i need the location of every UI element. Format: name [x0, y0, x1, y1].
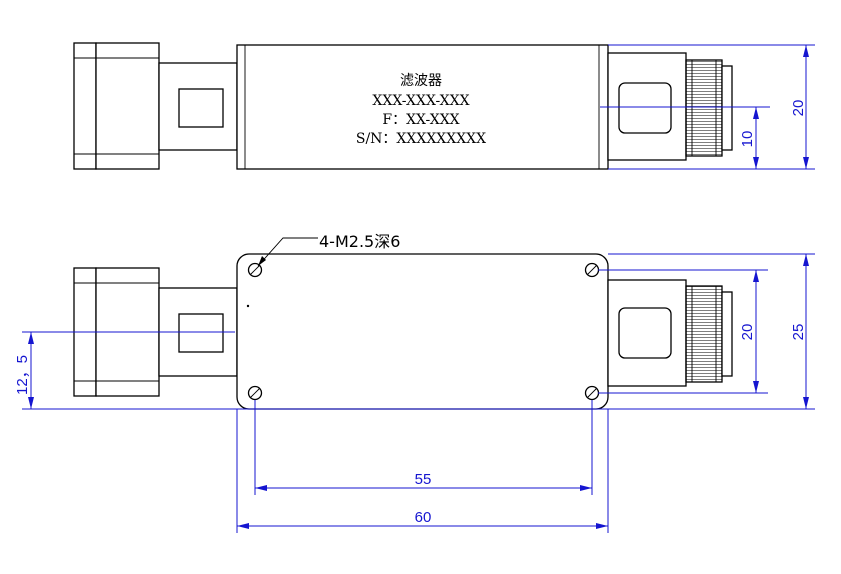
bottom-dimension-length: 60 — [236, 409, 609, 533]
top-dimension-center: 10 — [600, 106, 770, 169]
bottom-dimension-height: 25 — [22, 253, 815, 410]
bottom-dimension-holes: 20 — [598, 269, 768, 394]
bottom-body — [236, 253, 609, 410]
bottom-dimension-hole-h: 55 — [254, 400, 593, 495]
label-model: XXX-XXX-XXX — [372, 93, 469, 109]
hole-note: 4-M2.5深6 — [257, 232, 400, 267]
label-name: 滤波器 — [400, 73, 442, 89]
top-body — [236, 44, 609, 170]
hole-note-label: 4-M2.5深6 — [319, 232, 400, 251]
top-dimension-height: 20 — [608, 44, 815, 170]
top-left-connector — [73, 42, 238, 170]
dim-top-center-label: 10 — [739, 131, 756, 148]
label-frequency: F：XX-XXX — [382, 112, 459, 128]
mounting-hole — [247, 262, 263, 278]
dim-top-height-label: 20 — [790, 100, 807, 117]
bottom-dimension-offset: 12，5 — [14, 331, 235, 409]
label-serial: S/N：XXXXXXXXX — [356, 131, 486, 147]
bottom-view: 4-M2.5深6 25 20 — [14, 232, 815, 533]
dim-offset-label: 12，5 — [14, 355, 31, 395]
bottom-right-connector — [607, 279, 733, 387]
dim-hole-spacing-v-label: 20 — [739, 324, 756, 341]
dim-bottom-height-label: 25 — [790, 324, 807, 341]
dim-hole-spacing-h-label: 55 — [415, 471, 432, 488]
mounting-hole — [247, 385, 263, 401]
dim-body-length-label: 60 — [415, 509, 432, 526]
top-view: 滤波器 XXX-XXX-XXX F：XX-XXX S/N：XXXXXXXXX 2… — [73, 42, 815, 170]
